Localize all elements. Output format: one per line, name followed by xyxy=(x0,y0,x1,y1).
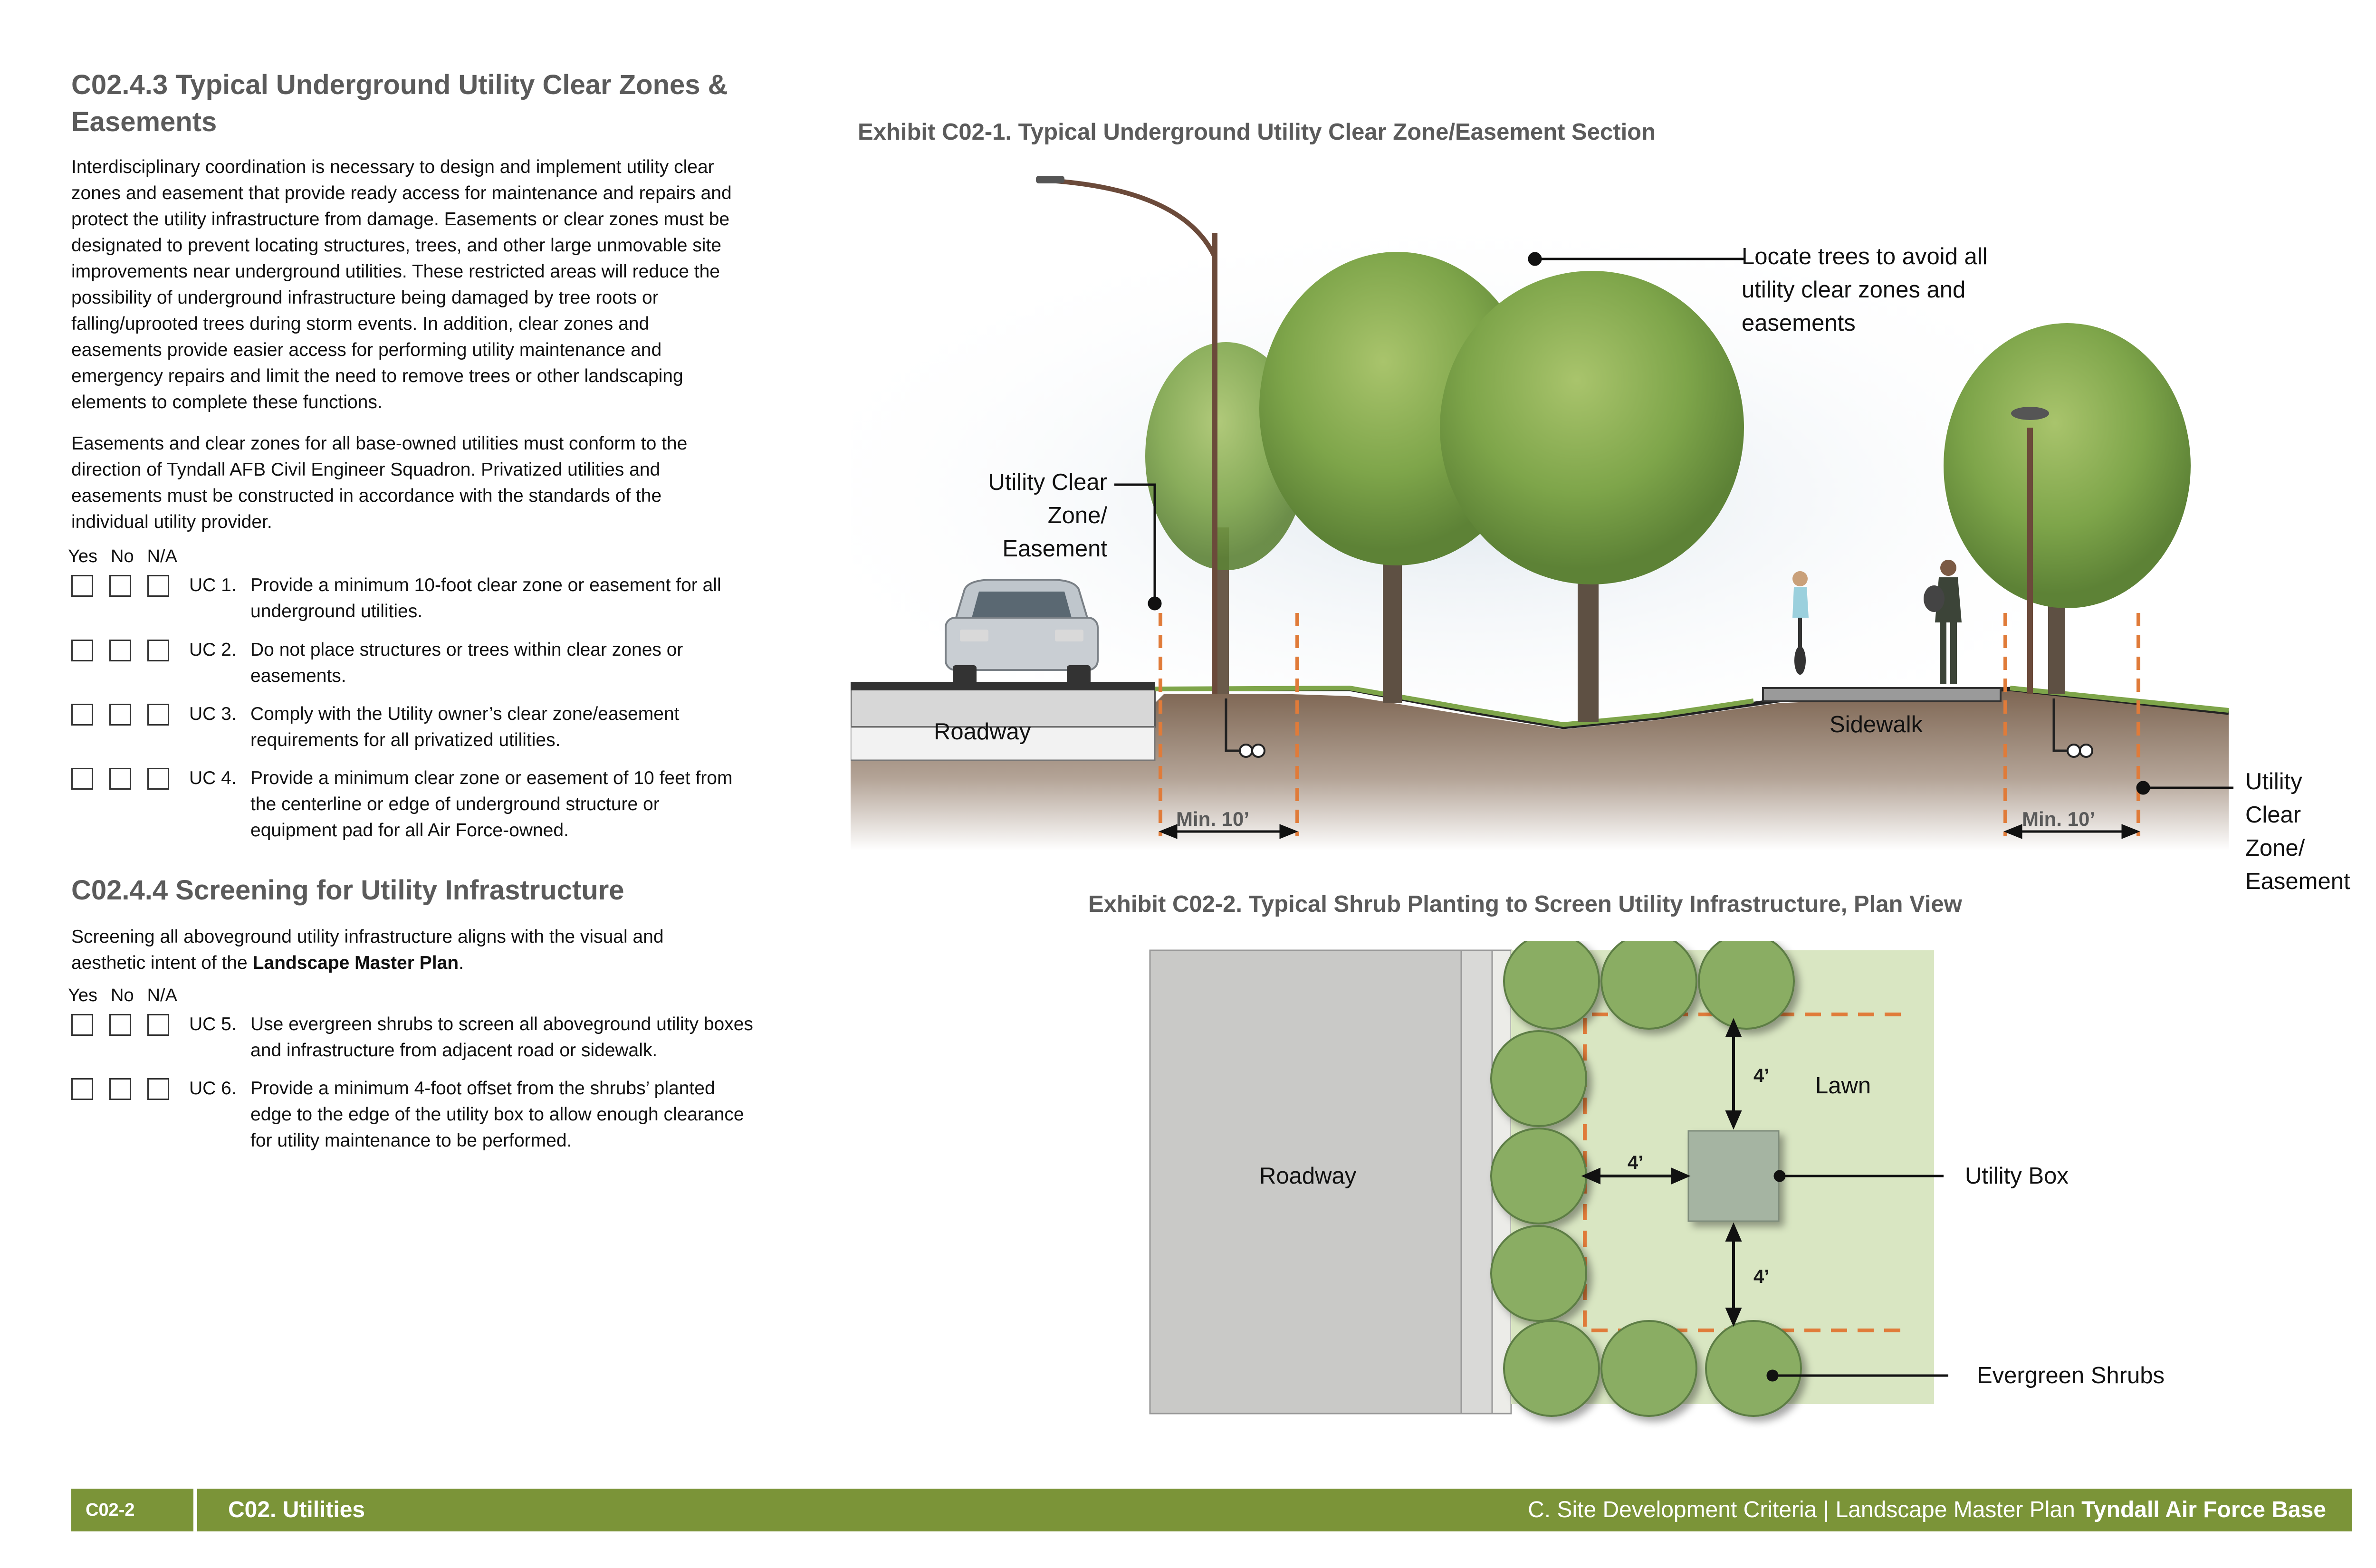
footer-section-title: C02. Utilities xyxy=(228,1497,365,1522)
yes-checkbox[interactable] xyxy=(71,704,93,726)
conformance-paragraph: Easements and clear zones for all base-o… xyxy=(71,433,688,532)
section-illustration xyxy=(851,176,2233,851)
intro-paragraph: Interdisciplinary coordination is necess… xyxy=(71,157,732,412)
plan-illustration xyxy=(1149,941,1948,1417)
no-checkbox[interactable] xyxy=(109,640,131,661)
pedestrian-icon xyxy=(1924,560,1962,684)
dim-bottom-label: 4’ xyxy=(1753,1266,1770,1287)
sidewalk-label: Sidewalk xyxy=(1830,712,1923,737)
plan-utility-box-label: Utility Box xyxy=(1965,1163,2069,1189)
tree-center xyxy=(1440,271,1744,722)
exhibit2-title: Exhibit C02-2. Typical Shrub Planting to… xyxy=(1088,891,1962,917)
dimension-arrows xyxy=(1159,824,2140,839)
street-light-right xyxy=(2011,407,2049,694)
plan-leader-lines xyxy=(1766,1170,1948,1382)
no-checkbox[interactable] xyxy=(109,1014,131,1036)
page-number: C02-2 xyxy=(71,1489,197,1531)
yes-checkbox[interactable] xyxy=(71,1078,93,1100)
utility-conduit-right xyxy=(2052,698,2093,758)
utility-box-icon xyxy=(1687,1130,1780,1222)
sidewalk-slab xyxy=(1762,687,2002,702)
roadway-label: Roadway xyxy=(934,719,1031,745)
evergreen-shrubs xyxy=(1490,941,1802,1417)
roadway-base xyxy=(851,726,1156,761)
plan-roadway xyxy=(1149,949,1462,1415)
no-checkbox[interactable] xyxy=(109,575,131,597)
no-checkbox[interactable] xyxy=(109,768,131,790)
roadway-asphalt xyxy=(851,682,1155,690)
no-checkbox[interactable] xyxy=(109,1078,131,1100)
plan-evergreen-shrubs-label: Evergreen Shrubs xyxy=(1977,1363,2165,1388)
na-checkbox[interactable] xyxy=(147,640,169,661)
yes-checkbox[interactable] xyxy=(71,640,93,661)
grass-strip xyxy=(1154,685,1754,727)
yes-checkbox[interactable] xyxy=(71,575,93,597)
exhibit1-title: Exhibit C02-1. Typical Underground Utili… xyxy=(858,119,1656,145)
plan-curb xyxy=(1460,949,1493,1415)
page-footer: C02-2 C02. Utilities C. Site Development… xyxy=(71,1489,2352,1531)
min-10-right-label: Min. 10’ xyxy=(2022,808,2096,830)
leader-lines xyxy=(1114,252,2233,795)
plan-roadway-label: Roadway xyxy=(1259,1163,1357,1189)
na-checkbox[interactable] xyxy=(147,575,169,597)
na-checkbox[interactable] xyxy=(147,1078,169,1100)
min-10-left-label: Min. 10’ xyxy=(1176,808,1250,830)
plan-lawn-label: Lawn xyxy=(1815,1073,1871,1099)
grass-strip-right xyxy=(2010,686,2229,713)
na-checkbox[interactable] xyxy=(147,704,169,726)
screening-paragraph: Screening all aboveground utility infras… xyxy=(71,927,664,973)
plan-dimension-arrows xyxy=(1581,1018,1742,1327)
yes-checkbox[interactable] xyxy=(71,768,93,790)
clear-zone-lines xyxy=(1159,613,2140,836)
roadway-slab xyxy=(851,688,1156,728)
na-checkbox[interactable] xyxy=(147,768,169,790)
soil-profile xyxy=(851,689,2229,851)
yes-checkbox[interactable] xyxy=(71,1014,93,1036)
section-heading-c02-4-4: C02.4.4 Screening for Utility Infrastruc… xyxy=(71,875,624,906)
car-icon xyxy=(945,579,1099,684)
section-c02-4-3: C02.4.3 Typical Underground Utility Clea… xyxy=(71,67,813,141)
cyclist-icon xyxy=(1792,571,1809,675)
na-checkbox[interactable] xyxy=(147,1014,169,1036)
section-heading: C02.4.3 Typical Underground Utility Clea… xyxy=(71,69,728,137)
dim-top-label: 4’ xyxy=(1753,1065,1770,1086)
footer-document-title: C. Site Development Criteria | Landscape… xyxy=(1528,1497,2326,1522)
no-checkbox[interactable] xyxy=(109,704,131,726)
tree-right xyxy=(1944,323,2191,694)
utility-conduit-left xyxy=(1225,698,1265,758)
dim-left-label: 4’ xyxy=(1628,1152,1644,1173)
street-light-left xyxy=(1036,176,1217,694)
